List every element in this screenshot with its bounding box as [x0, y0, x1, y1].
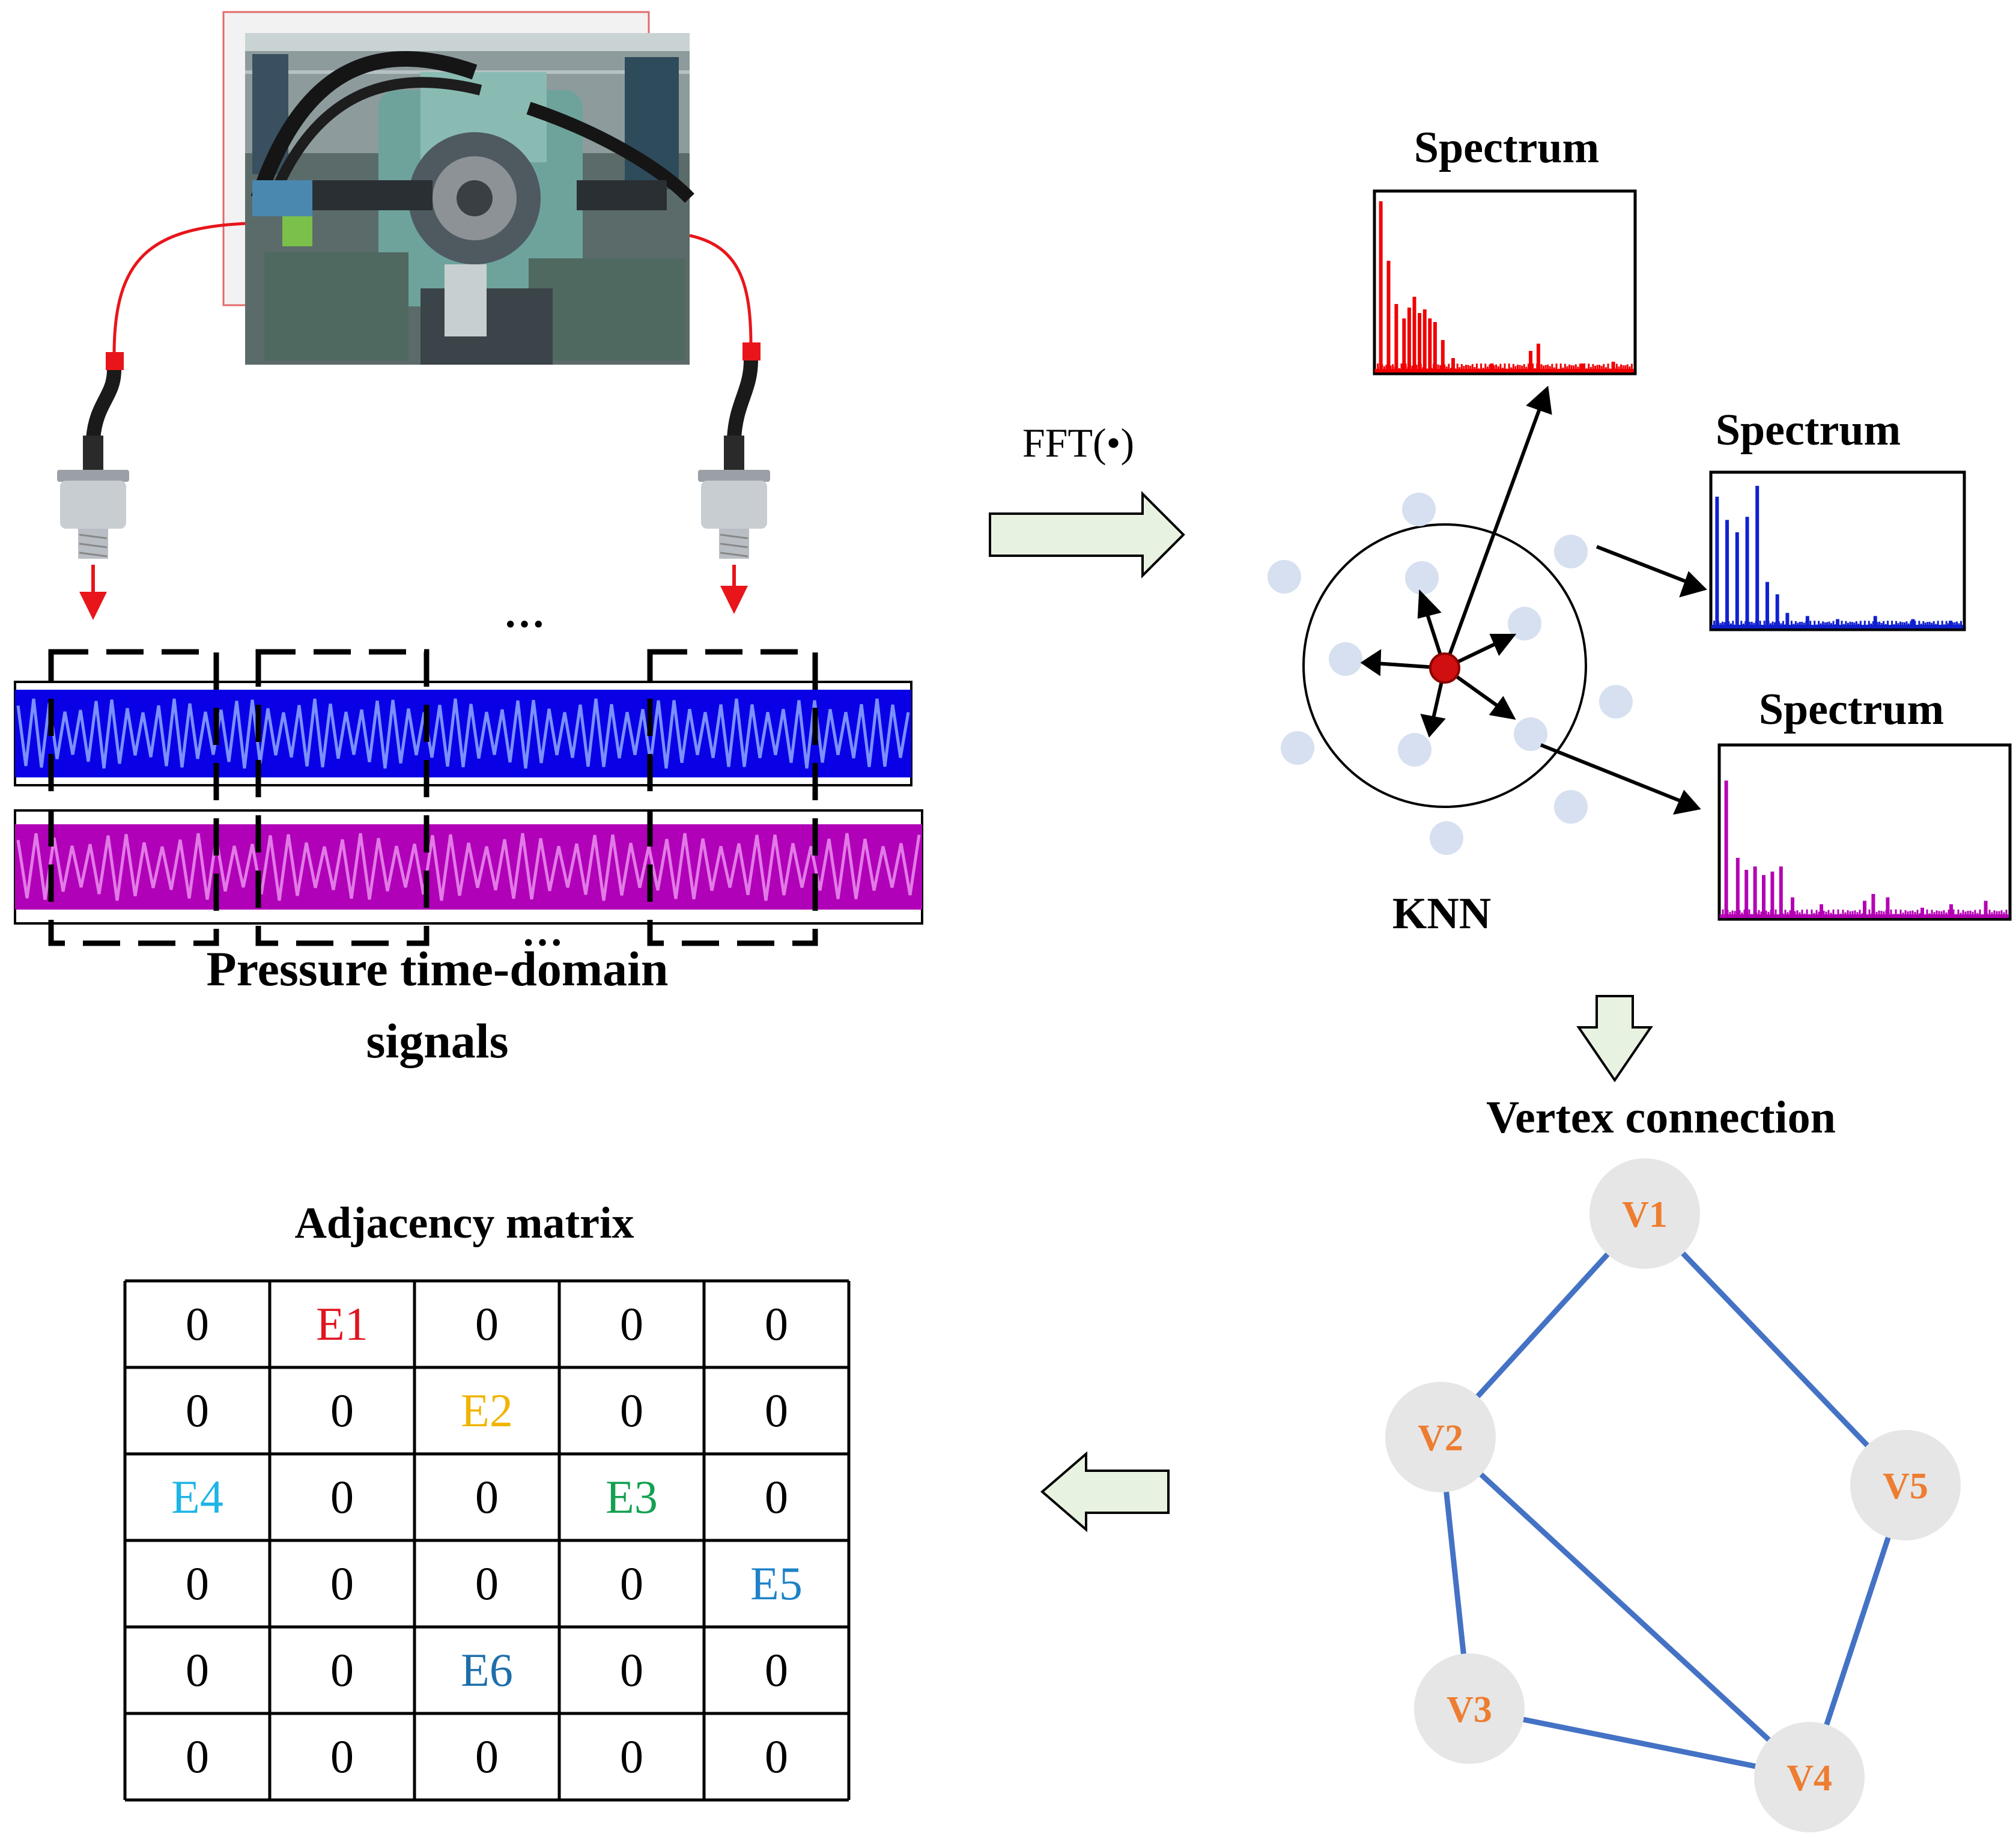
matrix-cell: 0	[330, 1644, 354, 1696]
matrix-cell: 0	[475, 1730, 499, 1783]
matrix-cell: E3	[606, 1471, 658, 1523]
query-point	[1429, 652, 1460, 684]
arrow-left-icon	[1040, 1451, 1170, 1533]
signal-1-trace	[16, 698, 910, 769]
spectrum-title-3: Spectrum	[1759, 685, 1944, 734]
sliding-windows	[48, 649, 818, 946]
signal-strip-1	[14, 681, 912, 786]
signal-2-trace	[16, 833, 921, 901]
sensor-lead-left	[112, 222, 246, 355]
graph-edge	[1642, 1211, 1908, 1488]
test-rig-photo	[222, 11, 694, 365]
sample-points	[1268, 493, 1633, 855]
vertex-node	[1754, 1722, 1865, 1832]
matrix-cell: 0	[330, 1557, 354, 1610]
vertex-label: V4	[1787, 1758, 1832, 1799]
matrix-cell: 0	[330, 1730, 354, 1783]
matrix-title: Adjacency matrix	[294, 1199, 634, 1248]
matrix-cell: 0	[475, 1298, 499, 1350]
vertex-node	[1589, 1158, 1700, 1269]
matrix-cell: 0	[620, 1730, 643, 1783]
spectrum-3-bars	[1719, 780, 2009, 918]
signals-label-line1: Pressure time-domain	[206, 941, 668, 996]
vertex-node	[1850, 1430, 1961, 1540]
arrow-right-icon	[989, 491, 1185, 579]
vertex-label: V2	[1418, 1418, 1463, 1459]
matrix-cell: 0	[186, 1298, 209, 1350]
graph-title: Vertex connection	[1486, 1092, 1836, 1143]
spectrum-plot-3	[1717, 743, 2012, 921]
matrix-cell: E5	[750, 1557, 803, 1610]
graph-edge	[1438, 1435, 1812, 1780]
window-2	[255, 649, 430, 946]
arrow-down-icon	[79, 592, 107, 620]
spectrum-2-bars	[1711, 485, 1963, 628]
matrix-cell: E6	[461, 1644, 513, 1696]
matrix-cell: 0	[330, 1384, 354, 1436]
ellipsis-bottom: ···	[521, 920, 563, 966]
fft-label: FFT(•)	[1022, 420, 1134, 466]
graph-edge	[1469, 1706, 1810, 1780]
matrix-cell: E2	[461, 1384, 513, 1436]
matrix-cell: 0	[765, 1471, 788, 1523]
arrow-down-icon	[1576, 995, 1653, 1083]
matrix-cell: 0	[186, 1730, 209, 1783]
spectrum-1-bars	[1374, 201, 1634, 372]
matrix-cell: E1	[316, 1298, 368, 1350]
matrix-cell: 0	[620, 1298, 643, 1350]
vertex-label: V3	[1447, 1689, 1492, 1730]
matrix-cell: 0	[620, 1384, 643, 1436]
matrix-cell: 0	[475, 1471, 499, 1523]
matrix-cell: 0	[330, 1471, 354, 1523]
signal-strip-2	[14, 809, 923, 925]
vertex-label: V5	[1883, 1466, 1928, 1507]
knn-label: KNN	[1392, 889, 1491, 938]
matrix-cell: 0	[186, 1644, 209, 1696]
matrix-cell: 0	[765, 1384, 788, 1436]
spectrum-title-1: Spectrum	[1414, 123, 1599, 172]
signals-label-line2: signals	[366, 1014, 509, 1068]
window-1	[48, 649, 219, 946]
matrix-cell: 0	[620, 1557, 643, 1610]
spectrum-plot-2	[1709, 470, 1966, 631]
pressure-sensor-right	[689, 234, 770, 614]
pressure-sensor-left	[57, 222, 246, 620]
knn-radius	[1302, 523, 1587, 808]
vertex-label: V1	[1622, 1194, 1668, 1235]
signal-2-band	[15, 824, 922, 910]
matrix-cell: 0	[475, 1557, 499, 1610]
matrix-cell: 0	[186, 1557, 209, 1610]
arrow-down-icon	[720, 586, 748, 614]
matrix-cell: E4	[171, 1471, 223, 1523]
matrix-cell: 0	[765, 1730, 788, 1783]
sensor-lead-right	[689, 234, 753, 346]
vertex-node	[1385, 1382, 1496, 1492]
window-3	[647, 649, 818, 946]
knn-neighborhood: KNN	[1268, 385, 1707, 938]
matrix-cell: 0	[765, 1298, 788, 1350]
vertex-node	[1414, 1653, 1525, 1764]
spectrum-title-2: Spectrum	[1716, 406, 1901, 455]
spectrum-plot-1	[1373, 189, 1637, 375]
matrix-cell: 0	[620, 1644, 643, 1696]
matrix-cell: 0	[186, 1384, 209, 1436]
matrix-cell: 0	[765, 1644, 788, 1696]
ellipsis-top: ···	[503, 601, 545, 648]
